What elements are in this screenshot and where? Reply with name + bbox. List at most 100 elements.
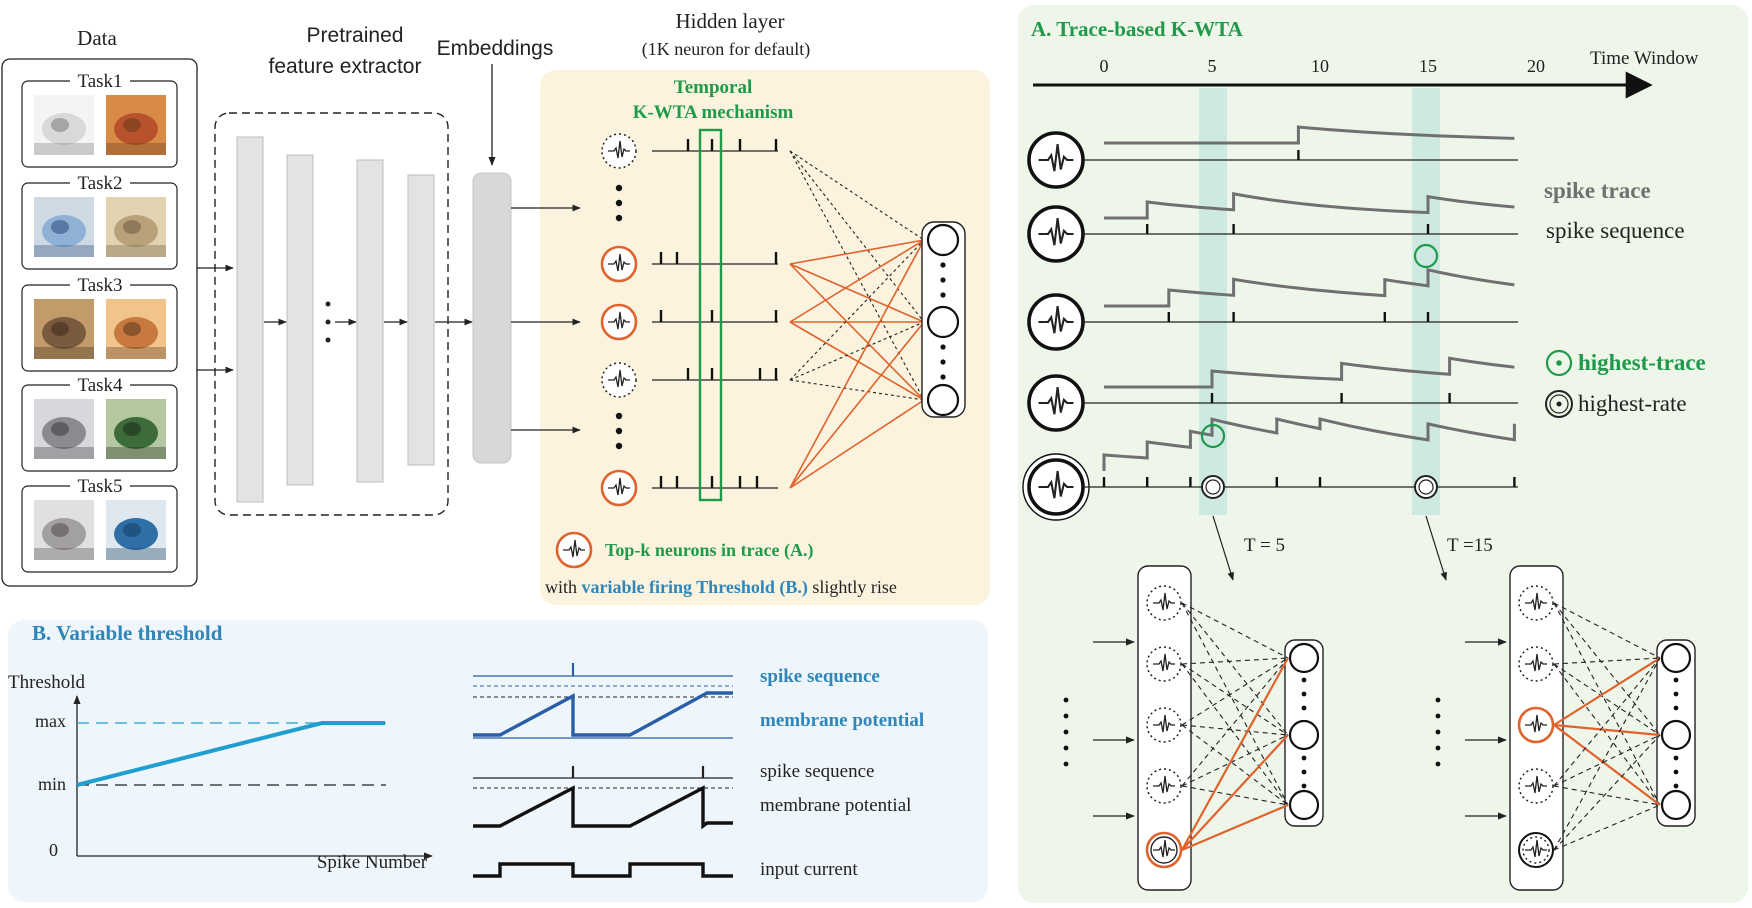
network-connection xyxy=(1553,724,1661,806)
network-input-neuron xyxy=(1146,768,1182,804)
topk-legend-text: Top-k neurons in trace (A.) xyxy=(605,540,814,561)
ellipsis-dot xyxy=(615,442,623,450)
input-current-wave xyxy=(473,862,733,878)
blue-membrane-label: membrane potential xyxy=(760,710,924,731)
ellipsis-dot xyxy=(1673,769,1679,775)
tick-max: max xyxy=(35,711,66,731)
threshold-note-suffix: slightly rise xyxy=(808,577,897,597)
time-tick-label: 20 xyxy=(1527,56,1545,76)
network-output-neuron xyxy=(1660,789,1692,821)
ellipsis-dot xyxy=(940,262,946,268)
trace-neuron xyxy=(1027,131,1085,189)
network-connection xyxy=(1553,657,1661,726)
task-group: Task1 xyxy=(21,71,178,168)
network-connection xyxy=(1181,657,1289,851)
network-t5 xyxy=(1063,565,1324,891)
ellipsis-dot xyxy=(1301,755,1307,761)
hidden-connection xyxy=(789,239,925,489)
hidden-connection xyxy=(789,321,925,401)
trace-neuron xyxy=(1027,205,1085,263)
highest-trace-icon xyxy=(1545,349,1573,377)
network-output-neuron xyxy=(1288,719,1320,751)
highest-trace-marker xyxy=(1200,423,1226,449)
ellipsis-dot xyxy=(1301,783,1307,789)
ellipsis-dot xyxy=(940,277,946,283)
network-input-neuron xyxy=(1517,706,1555,744)
task-thumbnail-image xyxy=(106,500,166,560)
mechanism-line2: K-WTA mechanism xyxy=(633,102,794,123)
spike-trace-line xyxy=(1102,417,1516,471)
network-connection xyxy=(1181,724,1289,806)
trace-kwta-panel xyxy=(1018,5,1748,903)
hidden-connection xyxy=(789,150,925,241)
task-thumbnail-image xyxy=(34,500,94,560)
data-box xyxy=(1,58,198,587)
task-group: Task2 xyxy=(21,173,178,270)
hidden-connection xyxy=(789,263,925,323)
ellipsis-dot xyxy=(1063,761,1069,767)
task-thumbnail-image xyxy=(34,399,94,459)
ellipsis-dot xyxy=(615,184,623,192)
task-thumbnail-image xyxy=(34,299,94,359)
network-input-neuron xyxy=(1518,832,1554,868)
network-connection xyxy=(1181,663,1289,736)
output-neuron xyxy=(926,223,960,257)
highest-rate-label: highest-rate xyxy=(1578,391,1687,416)
highlight-column-t15 xyxy=(1412,88,1440,515)
hidden-neuron xyxy=(601,362,637,398)
ellipsis-dot xyxy=(940,344,946,350)
legend-neuron-icon xyxy=(555,531,593,569)
ellipsis-dot xyxy=(1435,713,1441,719)
ellipsis-dot xyxy=(615,427,623,435)
hidden-layer-panel xyxy=(540,70,990,605)
ellipsis-dot xyxy=(615,412,623,420)
network-input-neuron xyxy=(1145,831,1183,869)
task-label: Task1 xyxy=(77,71,122,92)
trace-neuron xyxy=(1027,293,1085,351)
spike-trace-label: spike trace xyxy=(1544,178,1651,203)
ellipsis-dot xyxy=(615,214,623,222)
blue-spike-label: spike sequence xyxy=(760,666,880,687)
network-connection xyxy=(1553,657,1661,787)
output-neuron xyxy=(926,383,960,417)
network-connection xyxy=(1553,723,1661,737)
extractor-title-line2: feature extractor xyxy=(269,55,422,78)
network-connection xyxy=(1553,663,1661,806)
kwta-window xyxy=(698,128,723,502)
hidden-connection xyxy=(789,239,925,323)
network-output-neuron xyxy=(1660,642,1692,674)
task-thumbnail-image xyxy=(106,399,166,459)
hidden-connection xyxy=(789,239,925,381)
network-connection xyxy=(1181,657,1289,726)
t15-label: T =15 xyxy=(1447,535,1493,556)
time-tick-label: 5 xyxy=(1208,56,1217,76)
network-connection xyxy=(1553,804,1661,851)
network-connection xyxy=(1553,602,1661,659)
highest-rate-marker xyxy=(1201,475,1225,499)
task-label-bg xyxy=(70,377,130,395)
tick-min: min xyxy=(38,774,66,794)
ellipsis-dot xyxy=(940,374,946,380)
highest-trace-label: highest-trace xyxy=(1578,350,1706,375)
panel-b-title: B. Variable threshold xyxy=(32,621,223,645)
variable-threshold-panel xyxy=(8,620,988,902)
output-neurons xyxy=(926,223,960,417)
ellipsis-dot xyxy=(1063,697,1069,703)
network-input-neuron xyxy=(1146,646,1182,682)
network-connection xyxy=(1553,602,1661,806)
trace-neuron xyxy=(1027,374,1085,432)
spike-trace-line xyxy=(1104,267,1515,308)
task-thumbnail-image xyxy=(106,95,166,155)
hidden-neurons xyxy=(600,133,778,507)
ellipsis-dot xyxy=(1301,691,1307,697)
hidden-subtitle: (1K neuron for default) xyxy=(642,39,810,60)
ellipsis-dot xyxy=(1673,705,1679,711)
highest-rate-marker xyxy=(1414,475,1438,499)
hidden-title: Hidden layer xyxy=(675,9,784,33)
task-thumbnail-image xyxy=(106,197,166,257)
hidden-connection xyxy=(789,239,925,265)
data-title: Data xyxy=(77,26,117,50)
ellipsis-dot xyxy=(1673,783,1679,789)
highlight-column-t5 xyxy=(1199,88,1227,515)
